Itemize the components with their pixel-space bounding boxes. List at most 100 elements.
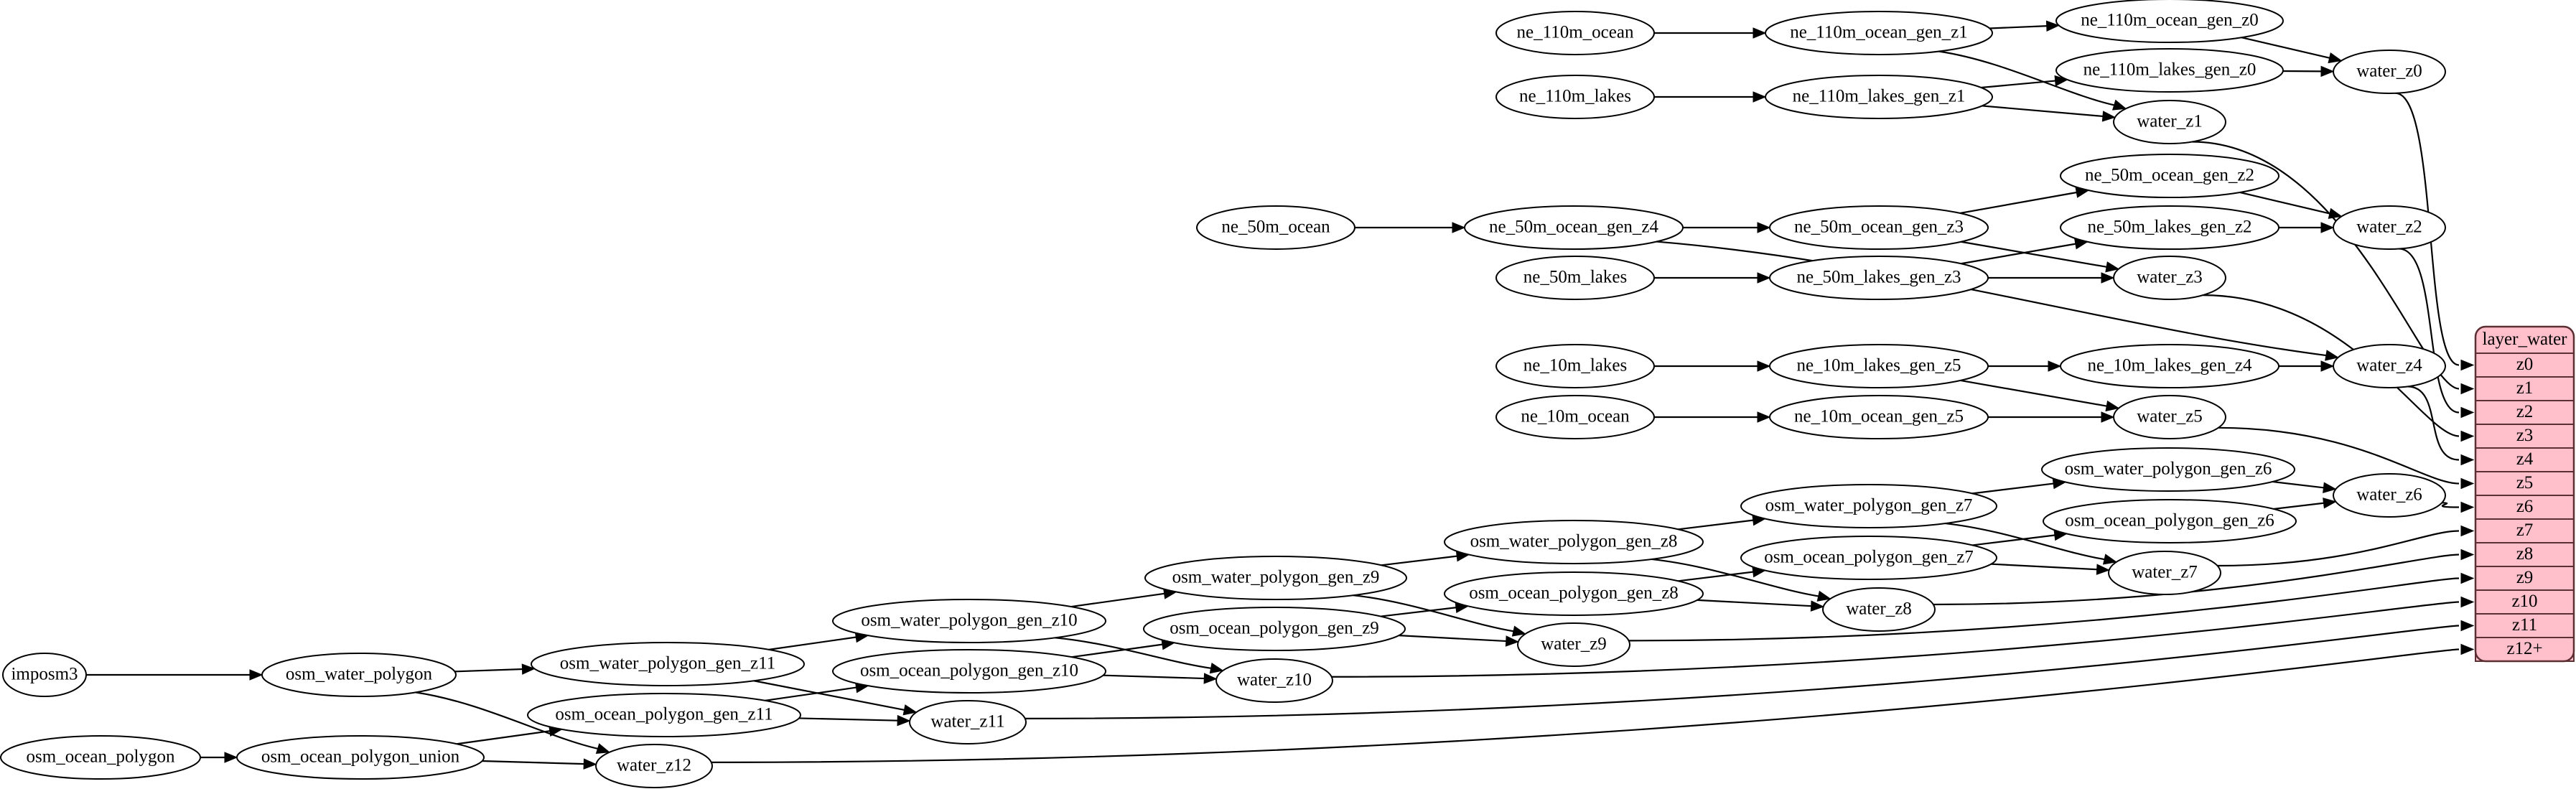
graph-node-water_z4[interactable] (2333, 344, 2446, 388)
graph-edge-water_z12--to--layer_water_z12_ (711, 648, 2460, 763)
graph-node-osm_ocean_polygon_gen_z11[interactable] (527, 693, 801, 737)
graph-node-ne_50m_ocean_gen_z3[interactable] (1769, 205, 1989, 250)
edge-arrowhead (1452, 222, 1466, 233)
graph-edge-water_z6--to--layer_water_z6 (2441, 502, 2460, 508)
graph-node-ne_10m_ocean_gen_z5[interactable] (1769, 395, 1989, 439)
graph-node-ne_10m_lakes_gen_z4[interactable] (2060, 344, 2279, 388)
layer-water-row-label: z10 (2511, 592, 2537, 611)
layer-water-row-z12plus[interactable] (2475, 637, 2575, 662)
graph-node-ne_50m_ocean[interactable] (1196, 205, 1355, 250)
graph-edge-ne_110m_ocean_gen_z0--to--water_z0 (2241, 37, 2330, 59)
graph-edge-water_z9--to--layer_water_z9 (1628, 577, 2460, 642)
graph-node-water_z0[interactable] (2333, 50, 2446, 94)
graph-node-ne_10m_lakes_gen_z5[interactable] (1769, 344, 1989, 388)
graph-node-water_z2[interactable] (2333, 205, 2446, 250)
graph-node-water_z1[interactable] (2113, 100, 2226, 144)
graph-node-ne_110m_lakes_gen_z1[interactable] (1765, 75, 1993, 119)
graph-node-water_z6[interactable] (2333, 473, 2446, 518)
graph-node-osm_ocean_polygon_gen_z6[interactable] (2043, 499, 2297, 543)
graph-node-water_z5[interactable] (2113, 395, 2226, 439)
graph-edge-ne_50m_ocean_gen_z4--to--water_z4 (1656, 241, 2328, 357)
graph-node-imposm3[interactable] (2, 653, 87, 697)
graph-edge-water_z10--to--layer_water_z10 (1331, 601, 2460, 678)
edge-arrowhead (2460, 620, 2475, 632)
graph-node-ne_50m_lakes_gen_z2[interactable] (2060, 205, 2279, 250)
graph-node-ne_50m_lakes[interactable] (1495, 256, 1655, 300)
graph-node-osm_ocean_polygon_gen_z8[interactable] (1444, 571, 1704, 616)
graph-node-osm_water_polygon_gen_z7[interactable] (1740, 484, 1997, 528)
graph-node-label: water_z3 (2137, 268, 2203, 287)
graph-node-label: imposm3 (11, 665, 78, 684)
layer-water-row-label: z6 (2516, 497, 2534, 516)
layer-water-table: layer_waterz0z1z2z3z4z5z6z7z8z9z10z11z12… (2474, 325, 2575, 663)
layer-water-row-z8[interactable] (2475, 542, 2575, 567)
graph-node-label: osm_water_polygon_gen_z8 (1470, 532, 1678, 551)
edge-arrowhead (1203, 673, 1218, 684)
graph-edge-osm_water_polygon_gen_z8--to--water_z8 (1651, 558, 1819, 597)
edges-layer (86, 20, 2475, 770)
edge-arrowhead (2323, 498, 2337, 509)
graph-node-label: osm_water_polygon_gen_z10 (861, 611, 1077, 630)
edge-arrowhead (2101, 272, 2115, 284)
edge-arrowhead (2045, 20, 2061, 32)
edge-arrowhead (521, 663, 536, 675)
graph-edge-water_z8--to--layer_water_z8 (1933, 554, 2460, 606)
layer-water-row-label: z3 (2516, 426, 2534, 445)
graph-edge-osm_ocean_polygon_gen_z7--to--water_z7 (1991, 563, 2098, 571)
graph-node-ne_10m_ocean[interactable] (1495, 395, 1655, 439)
graph-edge-ne_50m_ocean_gen_z3--to--water_z3 (1961, 241, 2108, 269)
graph-node-osm_ocean_polygon_gen_z9[interactable] (1143, 607, 1406, 651)
graph-edge-osm_ocean_polygon_gen_z11--to--osm_ocean_polygon_gen_z10 (765, 686, 857, 701)
graph-node-label: ne_50m_ocean (1221, 218, 1330, 237)
graph-node-water_z12[interactable] (595, 744, 713, 788)
layer-water-table-title: layer_water (2483, 330, 2568, 349)
layer-water-table-outline (2474, 325, 2575, 663)
graph-node-osm_ocean_polygon_union[interactable] (236, 735, 485, 780)
graph-node-ne_50m_ocean_gen_z4[interactable] (1464, 205, 1684, 250)
graph-edge-osm_water_polygon_gen_z7--to--water_z7 (1945, 522, 2106, 561)
edge-arrowhead (897, 714, 911, 727)
graph-edge-osm_ocean_polygon_gen_z8--to--osm_ocean_polygon_gen_z7 (1678, 571, 1754, 582)
edge-arrowhead (2323, 482, 2337, 493)
graph-node-label: water_z4 (2356, 356, 2422, 375)
graph-node-ne_110m_ocean_gen_z0[interactable] (2055, 0, 2284, 43)
layer-water-row-z7[interactable] (2475, 518, 2575, 543)
graph-node-water_z9[interactable] (1517, 622, 1630, 667)
layer-water-row-label: z2 (2516, 402, 2534, 421)
graph-node-ne_110m_lakes[interactable] (1495, 75, 1655, 119)
graph-edge-osm_water_polygon_gen_z6--to--water_z6 (2272, 480, 2325, 489)
graph-node-water_z8[interactable] (1822, 587, 1936, 632)
layer-water-row-z3[interactable] (2475, 424, 2575, 449)
graph-node-water_z3[interactable] (2113, 256, 2226, 300)
graph-node-ne_50m_ocean_gen_z2[interactable] (2060, 154, 2279, 198)
edge-arrowhead (2320, 360, 2335, 372)
graph-node-osm_water_polygon_gen_z6[interactable] (2041, 447, 2295, 492)
graph-edge-osm_ocean_polygon_gen_z10--to--water_z10 (1103, 674, 1205, 680)
graph-edge-osm_water_polygon_gen_z9--to--water_z9 (1353, 594, 1515, 632)
layer-water-row-label: z5 (2516, 473, 2534, 492)
graph-node-osm_water_polygon_gen_z9[interactable] (1144, 556, 1407, 600)
graph-node-ne_110m_ocean_gen_z1[interactable] (1765, 11, 1993, 55)
graph-node-water_z10[interactable] (1215, 658, 1333, 703)
graph-node-label: water_z9 (1541, 635, 1607, 654)
edge-arrowhead (2048, 360, 2062, 372)
graph-node-osm_ocean_polygon_gen_z7[interactable] (1740, 536, 1997, 580)
graph-node-osm_water_polygon[interactable] (261, 653, 457, 697)
graph-node-water_z11[interactable] (909, 700, 1027, 744)
graph-node-water_z7[interactable] (2108, 551, 2221, 595)
graph-edge-water_z11--to--layer_water_z11 (1025, 625, 2460, 719)
graph-node-osm_water_polygon_gen_z10[interactable] (832, 599, 1106, 643)
graph-node-label: osm_ocean_polygon_gen_z7 (1764, 548, 1974, 567)
graph-node-osm_ocean_polygon_gen_z10[interactable] (832, 649, 1106, 694)
graph-node-label: osm_ocean_polygon_gen_z10 (860, 661, 1078, 681)
graph-node-ne_110m_lakes_gen_z0[interactable] (2055, 48, 2284, 93)
edge-arrowhead (2460, 501, 2475, 513)
graph-node-osm_water_polygon_gen_z8[interactable] (1444, 520, 1704, 564)
graph-node-label: ne_50m_lakes_gen_z3 (1796, 268, 1961, 287)
graph-node-ne_110m_ocean[interactable] (1495, 11, 1655, 55)
graph-node-ne_50m_lakes_gen_z3[interactable] (1769, 256, 1989, 300)
graph-edge-water_z5--to--layer_water_z5 (2218, 426, 2460, 485)
graph-node-osm_water_polygon_gen_z11[interactable] (531, 642, 805, 686)
graph-node-osm_ocean_polygon[interactable] (0, 735, 201, 780)
graph-node-ne_10m_lakes[interactable] (1495, 344, 1655, 388)
